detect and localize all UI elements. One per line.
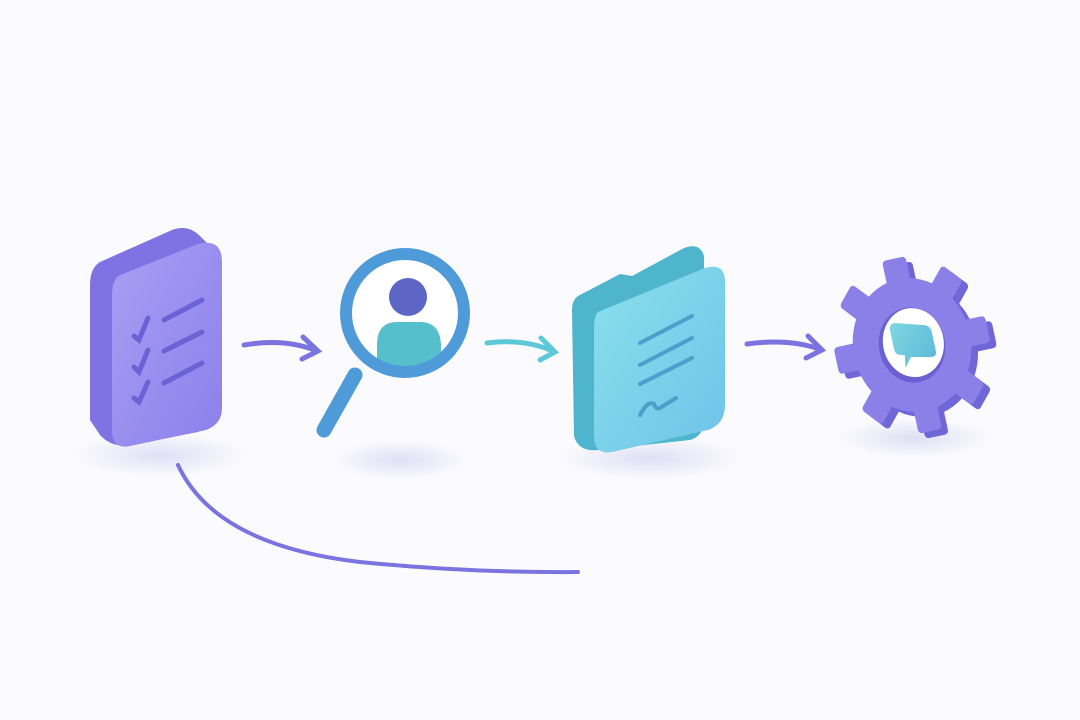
magnifier-person-icon — [316, 248, 470, 438]
arrow-2 — [484, 335, 560, 363]
arrow-1 — [241, 334, 323, 362]
gear-chat-icon — [834, 256, 997, 439]
checklist-document-icon — [90, 228, 222, 447]
shadow — [835, 418, 995, 458]
shadow — [330, 440, 470, 480]
feedback-curve-line — [176, 463, 580, 575]
arrow-3 — [744, 333, 827, 361]
folder-signed-document-icon — [572, 246, 725, 453]
